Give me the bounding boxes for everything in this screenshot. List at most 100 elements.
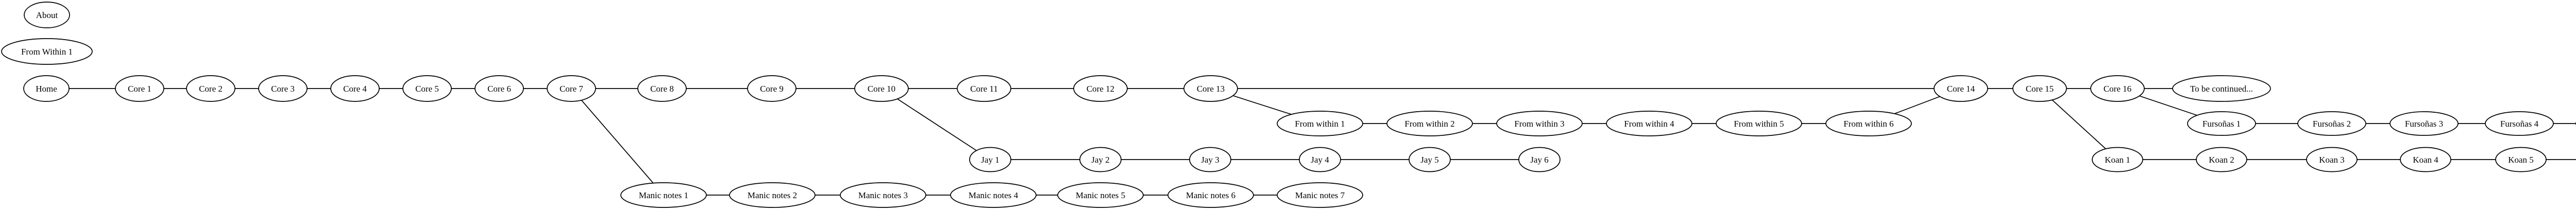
graph-node-jay-4: Jay 4 bbox=[1299, 147, 1341, 172]
graph-node-from-within-6: From within 6 bbox=[1825, 111, 1912, 136]
node-label-core-10: Core 10 bbox=[868, 84, 895, 94]
node-ellipse-core-14 bbox=[1934, 75, 1988, 102]
graph-node-about: About bbox=[24, 2, 70, 28]
graph-node-from-within-2: From within 2 bbox=[1386, 111, 1473, 136]
node-ellipse-manic-notes-2 bbox=[729, 182, 816, 208]
node-ellipse-from-within-2 bbox=[1386, 111, 1473, 136]
graph-node-jay-6: Jay 6 bbox=[1518, 147, 1561, 172]
graph-node-core-14: Core 14 bbox=[1934, 75, 1988, 102]
node-ellipse-jay-2 bbox=[1079, 147, 1122, 172]
node-label-from-within-3: From within 3 bbox=[1514, 119, 1564, 129]
graph-node-jay-3: Jay 3 bbox=[1189, 147, 1231, 172]
graph-node-core-3: Core 3 bbox=[258, 75, 308, 102]
graph-node-jay-2: Jay 2 bbox=[1079, 147, 1122, 172]
node-ellipse-koan-4 bbox=[2400, 147, 2451, 172]
node-label-core-7: Core 7 bbox=[560, 84, 583, 94]
node-ellipse-from-within-standalone bbox=[1, 38, 93, 65]
node-label-to-be-continued: To be continued... bbox=[2190, 84, 2253, 94]
node-ellipse-jay-1 bbox=[969, 147, 1011, 172]
graph-edge-core-15--koan-1 bbox=[2039, 88, 2118, 160]
node-label-koan-5: Koan 5 bbox=[2508, 155, 2534, 165]
graph-node-koan-2: Koan 2 bbox=[2196, 147, 2247, 172]
node-label-home: Home bbox=[36, 84, 57, 94]
node-ellipse-manic-notes-4 bbox=[950, 182, 1037, 208]
node-ellipse-core-1 bbox=[115, 75, 164, 102]
node-label-koan-3: Koan 3 bbox=[2319, 155, 2345, 165]
node-label-manic-notes-2: Manic notes 2 bbox=[748, 190, 797, 200]
node-label-core-12: Core 12 bbox=[1087, 84, 1114, 94]
graph-node-fursonas-4: Fursoñas 4 bbox=[2485, 111, 2554, 136]
graph-node-manic-notes-1: Manic notes 1 bbox=[620, 182, 707, 208]
graph-node-koan-5: Koan 5 bbox=[2495, 147, 2547, 172]
node-ellipse-home bbox=[23, 75, 70, 102]
node-label-core-2: Core 2 bbox=[199, 84, 223, 94]
node-label-core-4: Core 4 bbox=[343, 84, 367, 94]
node-label-core-13: Core 13 bbox=[1197, 84, 1225, 94]
node-ellipse-core-15 bbox=[2012, 75, 2067, 102]
node-label-koan-1: Koan 1 bbox=[2105, 155, 2130, 165]
node-label-core-15: Core 15 bbox=[2026, 84, 2054, 94]
node-ellipse-fursonas-3 bbox=[2389, 111, 2459, 136]
graph-node-manic-notes-4: Manic notes 4 bbox=[950, 182, 1037, 208]
node-label-manic-notes-5: Manic notes 5 bbox=[1076, 190, 1125, 200]
node-ellipse-to-be-continued bbox=[2172, 75, 2271, 102]
node-label-manic-notes-4: Manic notes 4 bbox=[969, 190, 1019, 200]
graph-node-core-8: Core 8 bbox=[637, 75, 687, 102]
graph-node-fursonas-3: Fursoñas 3 bbox=[2389, 111, 2459, 136]
graph-node-manic-notes-2: Manic notes 2 bbox=[729, 182, 816, 208]
node-label-manic-notes-6: Manic notes 6 bbox=[1186, 190, 1235, 200]
graph-node-to-be-continued: To be continued... bbox=[2172, 75, 2271, 102]
node-ellipse-core-11 bbox=[957, 75, 1011, 102]
node-label-core-5: Core 5 bbox=[415, 84, 439, 94]
node-ellipse-manic-notes-3 bbox=[840, 182, 926, 208]
node-label-core-16: Core 16 bbox=[2104, 84, 2131, 94]
node-label-manic-notes-7: Manic notes 7 bbox=[1295, 190, 1345, 200]
node-ellipse-about bbox=[24, 2, 70, 28]
graph-node-from-within-5: From within 5 bbox=[1716, 111, 1802, 136]
node-label-core-14: Core 14 bbox=[1947, 84, 1975, 94]
node-label-jay-4: Jay 4 bbox=[1311, 155, 1329, 165]
node-label-koan-2: Koan 2 bbox=[2209, 155, 2234, 165]
graph-node-core-10: Core 10 bbox=[854, 75, 909, 102]
graph-node-jay-1: Jay 1 bbox=[969, 147, 1011, 172]
node-ellipse-koan-5 bbox=[2495, 147, 2547, 172]
node-label-koan-4: Koan 4 bbox=[2413, 155, 2438, 165]
node-label-jay-3: Jay 3 bbox=[1201, 155, 1219, 165]
graph-node-manic-notes-6: Manic notes 6 bbox=[1167, 182, 1254, 208]
node-label-about: About bbox=[36, 10, 58, 20]
node-label-fursonas-4: Fursoñas 4 bbox=[2500, 119, 2539, 129]
node-ellipse-from-within-3 bbox=[1496, 111, 1583, 136]
node-label-from-within-standalone: From Within 1 bbox=[21, 47, 73, 57]
node-ellipse-koan-1 bbox=[2092, 147, 2143, 172]
node-ellipse-fursonas-4 bbox=[2485, 111, 2554, 136]
node-label-from-within-4: From within 4 bbox=[1624, 119, 1674, 129]
node-label-fursonas-2: Fursoñas 2 bbox=[2313, 119, 2351, 129]
graph-node-core-13: Core 13 bbox=[1183, 75, 1238, 102]
node-label-fursonas-3: Fursoñas 3 bbox=[2405, 119, 2443, 129]
graph-node-manic-notes-3: Manic notes 3 bbox=[840, 182, 926, 208]
node-label-core-3: Core 3 bbox=[271, 84, 295, 94]
graph-node-core-1: Core 1 bbox=[115, 75, 164, 102]
node-ellipse-jay-4 bbox=[1299, 147, 1341, 172]
graph-node-core-11: Core 11 bbox=[957, 75, 1011, 102]
node-ellipse-manic-notes-6 bbox=[1167, 182, 1254, 208]
node-ellipse-jay-3 bbox=[1189, 147, 1231, 172]
graph-node-core-9: Core 9 bbox=[747, 75, 796, 102]
node-ellipse-manic-notes-1 bbox=[620, 182, 707, 208]
node-label-core-1: Core 1 bbox=[128, 84, 151, 94]
graph-node-core-16: Core 16 bbox=[2090, 75, 2145, 102]
node-ellipse-manic-notes-7 bbox=[1277, 182, 1363, 208]
node-ellipse-core-9 bbox=[747, 75, 796, 102]
node-ellipse-from-within-5 bbox=[1716, 111, 1802, 136]
node-label-manic-notes-1: Manic notes 1 bbox=[639, 190, 688, 200]
node-ellipse-core-2 bbox=[186, 75, 235, 102]
graph-node-from-within-1: From within 1 bbox=[1277, 111, 1363, 136]
graph-edge-core-10--jay-1 bbox=[881, 88, 991, 160]
node-label-core-11: Core 11 bbox=[970, 84, 998, 94]
graph-node-core-4: Core 4 bbox=[330, 75, 380, 102]
node-ellipse-core-12 bbox=[1073, 75, 1128, 102]
node-ellipse-core-13 bbox=[1183, 75, 1238, 102]
graph-node-koan-3: Koan 3 bbox=[2306, 147, 2358, 172]
node-label-fursonas-1: Fursoñas 1 bbox=[2202, 119, 2241, 129]
